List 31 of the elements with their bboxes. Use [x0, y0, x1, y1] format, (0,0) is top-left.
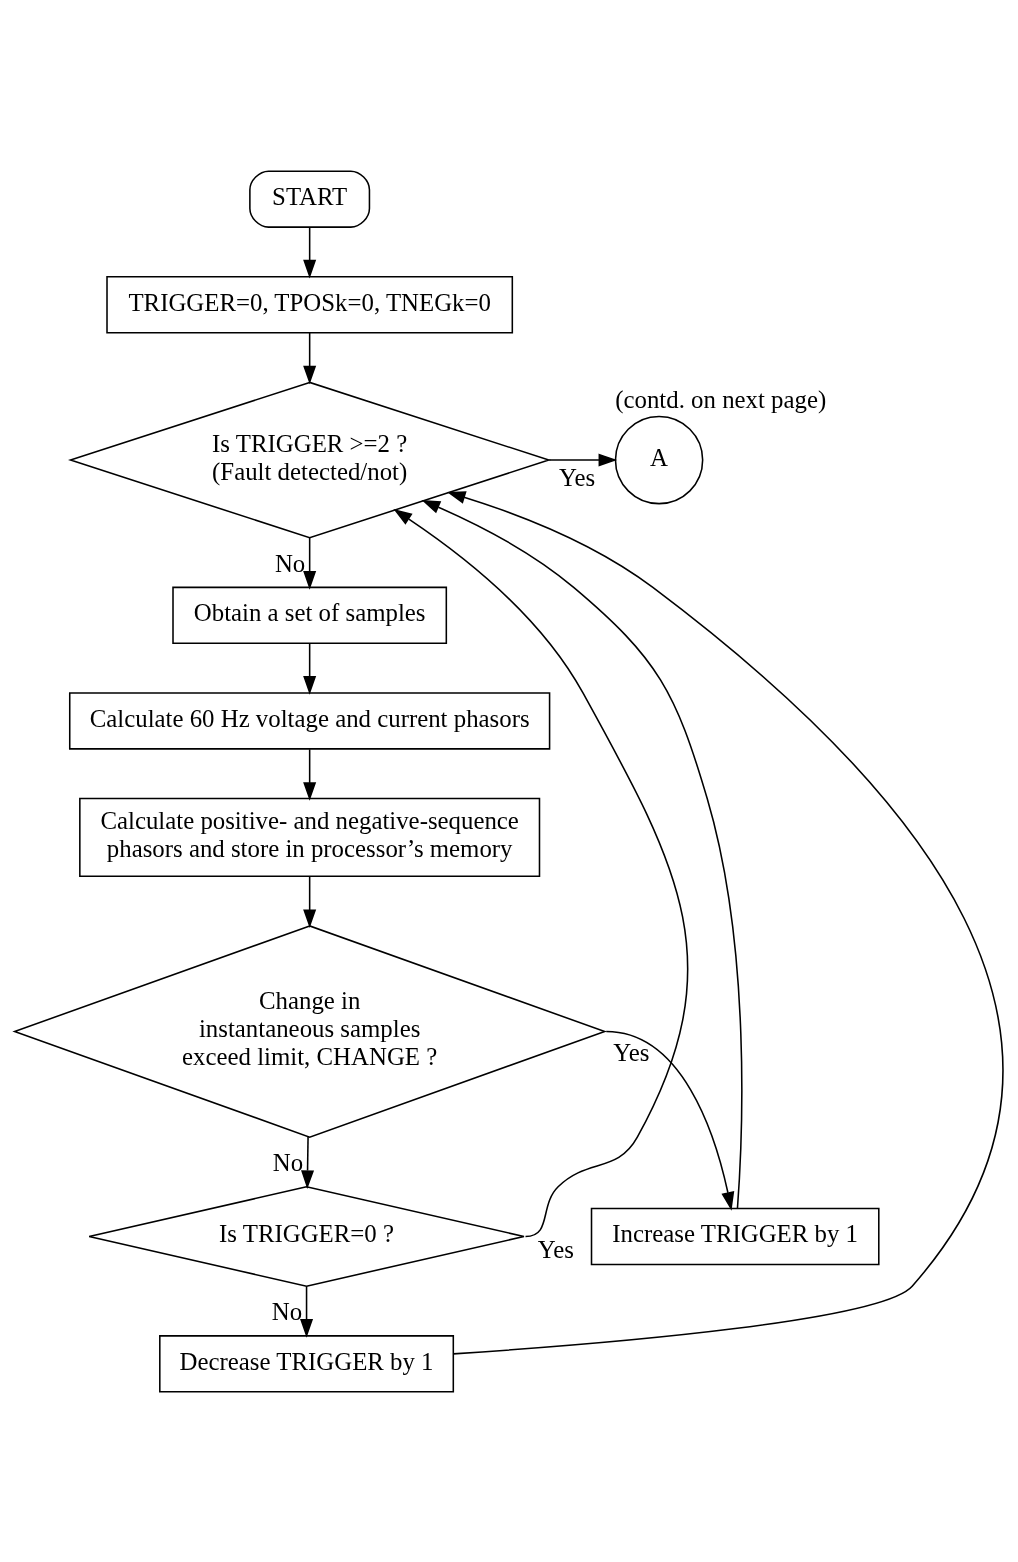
node-circle: A [614, 415, 704, 504]
arrow [303, 226, 317, 278]
node-box: Increase TRIGGER by 1 [590, 1207, 880, 1265]
edge-label: No [271, 1297, 303, 1325]
node-diamond: Is TRIGGER=0 ? [88, 1185, 525, 1287]
node-diamond: Change in instantaneous samples exceed limit, CHANGE ? [12, 924, 607, 1138]
arrow [303, 642, 317, 695]
node-box: Calculate positive- and negative-sequence phasors and store in processor’s memory [79, 797, 541, 877]
edge-label: Yes [613, 1038, 650, 1066]
edge-label: Yes [559, 463, 596, 491]
edge-label: No [272, 1148, 304, 1176]
node-box: Calculate 60 Hz voltage and current phasors [68, 691, 551, 750]
node-box: TRIGGER=0, TPOSk=0, TNEGk=0 [106, 275, 514, 333]
arrow [303, 536, 317, 590]
arrow [303, 331, 317, 384]
arrow [300, 1285, 314, 1338]
node-diamond: Is TRIGGER >=2 ? (Fault detected/not) [68, 381, 552, 538]
arrow [605, 1030, 735, 1211]
arrow [393, 508, 689, 1237]
arrow [301, 1135, 315, 1189]
arrow [303, 748, 317, 801]
node-box: Decrease TRIGGER by 1 [159, 1334, 455, 1393]
arrow [446, 490, 1003, 1355]
arrow [421, 499, 743, 1209]
arrow [303, 874, 317, 928]
arrow [548, 453, 618, 467]
edge-label: Yes [537, 1235, 574, 1263]
node-box: START [249, 169, 371, 228]
node-box: Obtain a set of samples [172, 586, 448, 644]
node-label: (contd. on next page) [615, 385, 827, 413]
edge-label: No [274, 549, 306, 577]
